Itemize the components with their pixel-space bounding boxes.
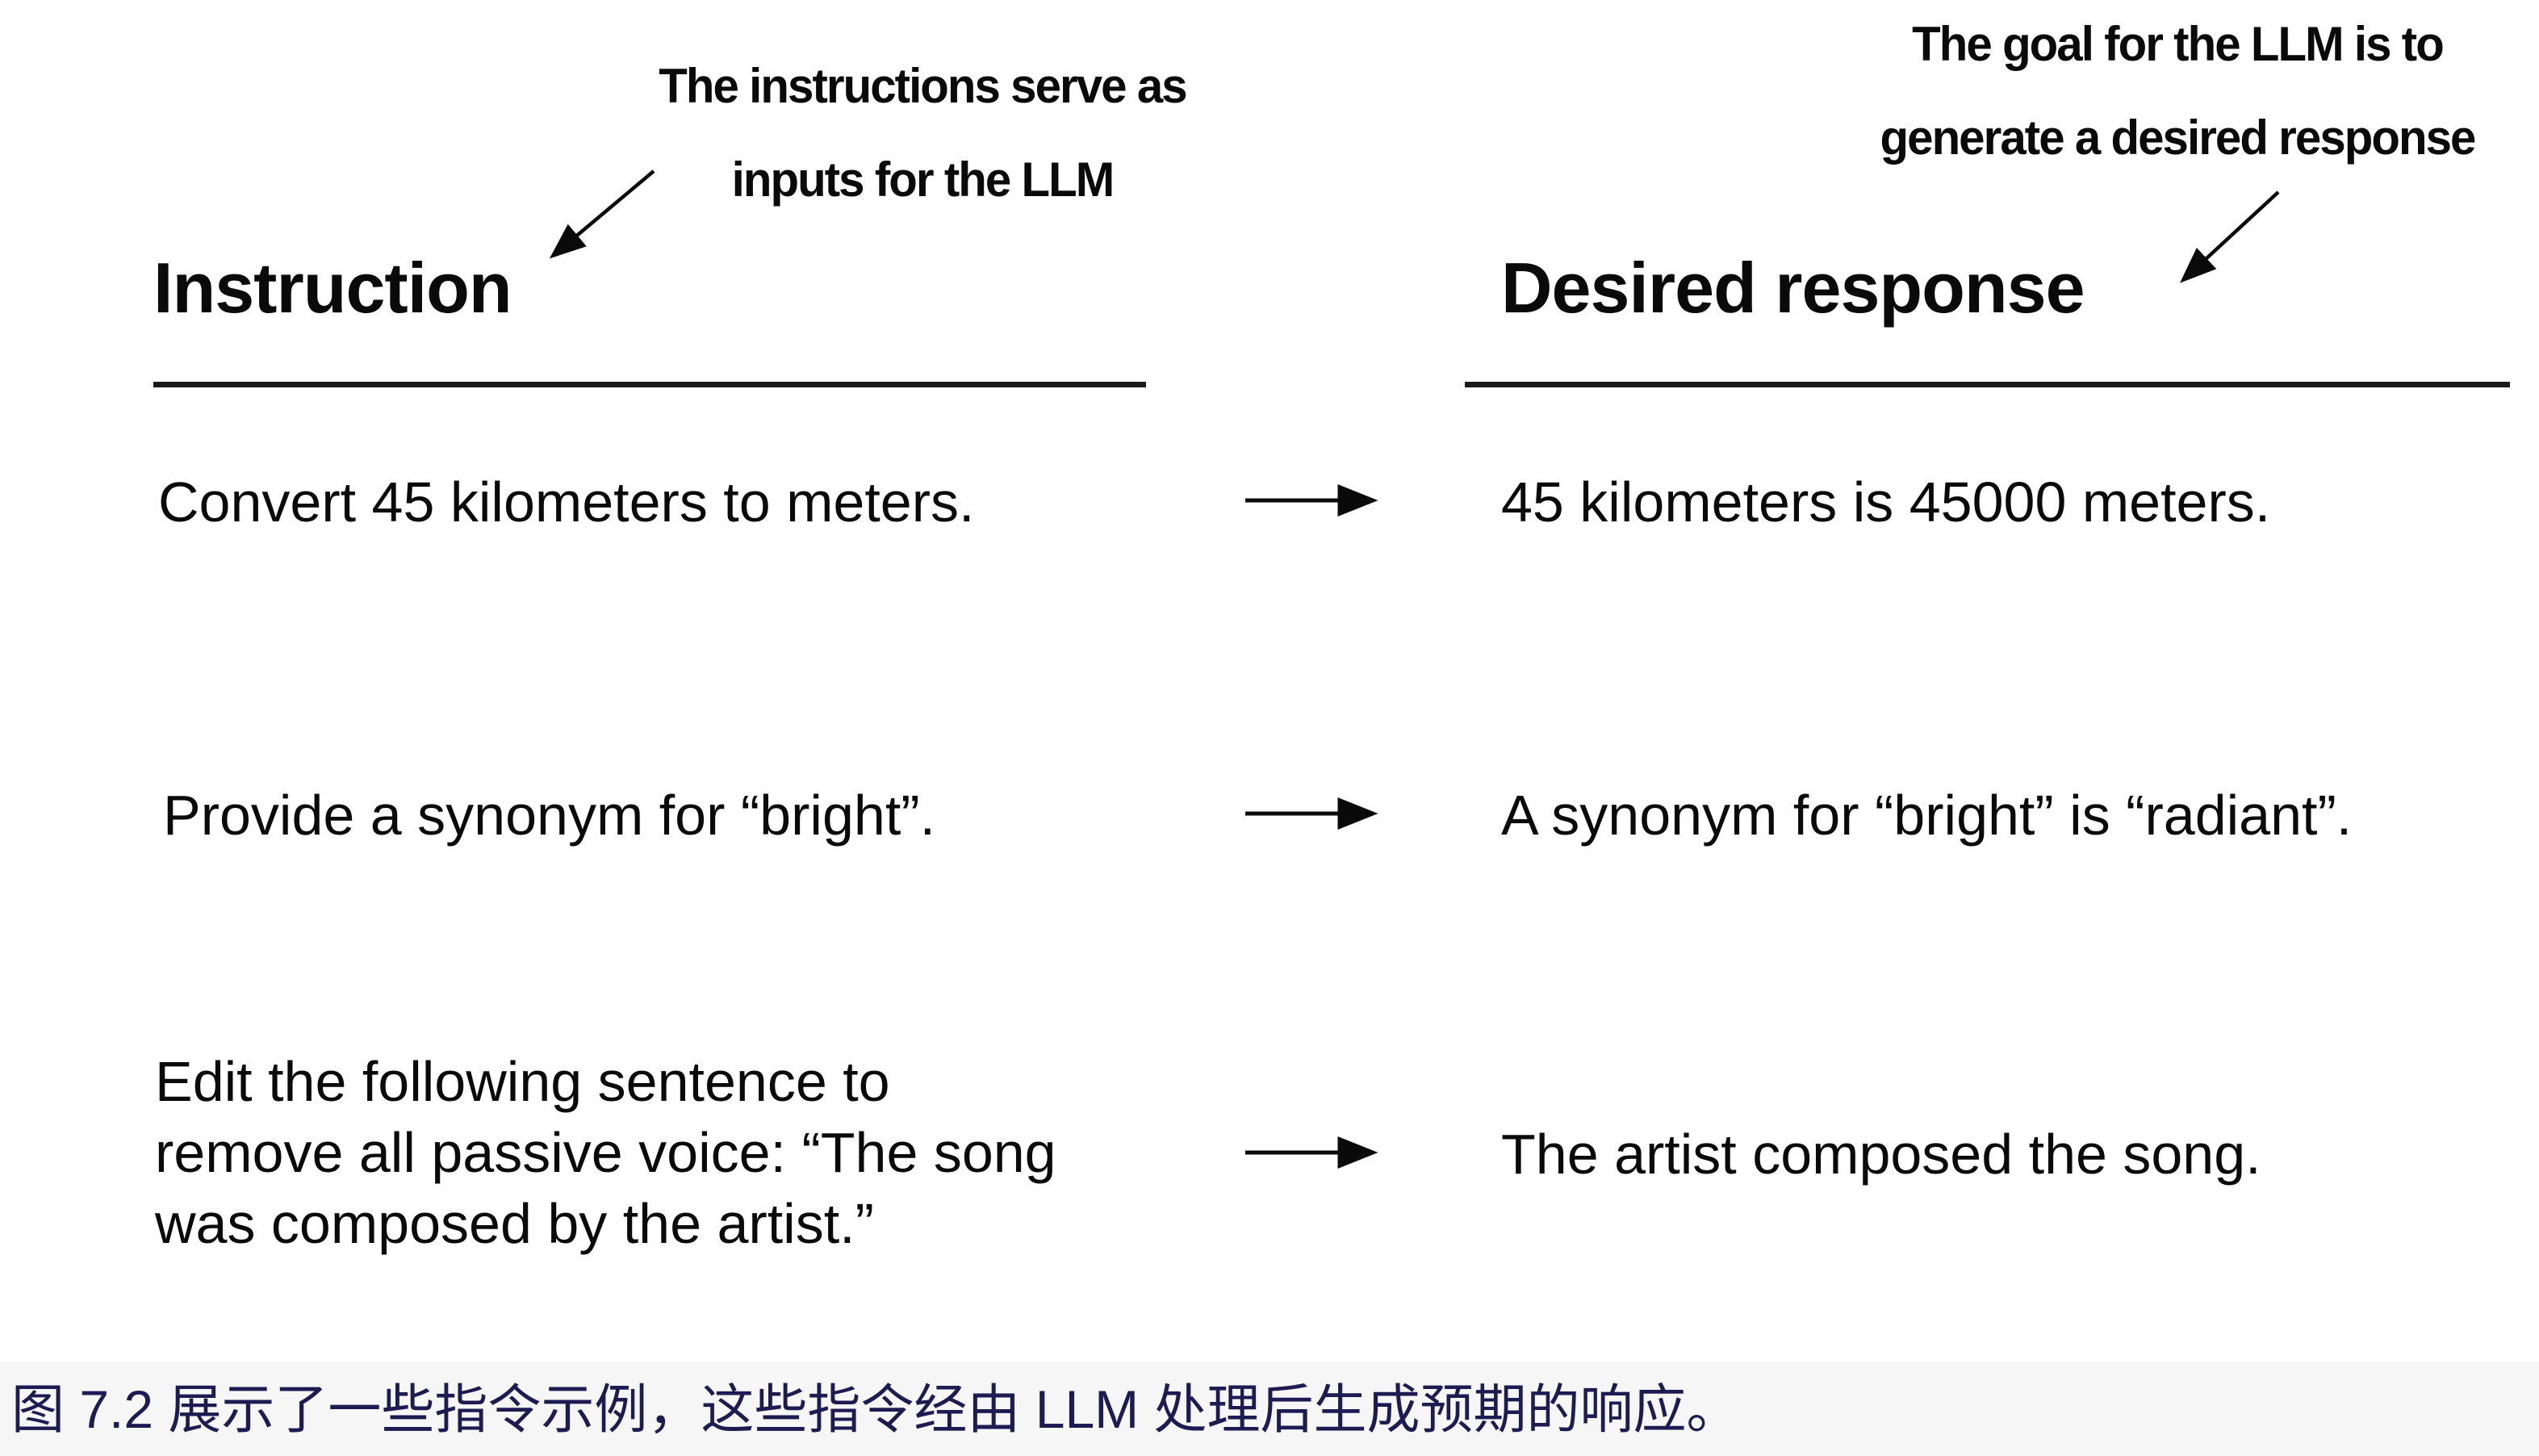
response-cell-2: A synonym for “bright” is “radiant”. (1501, 784, 2353, 847)
instruction-column-header: Instruction (153, 248, 512, 328)
desired-response-column-header: Desired response (1501, 248, 2085, 328)
caption-background-strip (0, 1362, 2539, 1456)
instruction-cell-3: Edit the following sentence to remove al… (155, 1050, 1056, 1255)
annotation-left-line1: The instructions serve as (659, 59, 1187, 113)
annotation-arrow-right (2180, 190, 2280, 283)
instruction-cell-1: Convert 45 kilometers to meters. (158, 471, 975, 533)
figure-caption: 图 7.2 展示了一些指令示例，这些指令经由 LLM 处理后生成预期的响应。 (11, 1379, 1740, 1439)
instruction-column-divider (153, 382, 1146, 387)
response-cell-1: 45 kilometers is 45000 meters. (1501, 471, 2271, 533)
desired-response-column-divider (1465, 382, 2510, 387)
annotation-left-line2: inputs for the LLM (731, 153, 1115, 207)
response-cell-3: The artist composed the song. (1501, 1123, 2261, 1186)
annotation-right-line1: The goal for the LLM is to (1912, 17, 2445, 71)
instruction-cell-2: Provide a synonym for “bright”. (163, 784, 936, 847)
annotation-right-line2: generate a desired response (1880, 111, 2477, 165)
